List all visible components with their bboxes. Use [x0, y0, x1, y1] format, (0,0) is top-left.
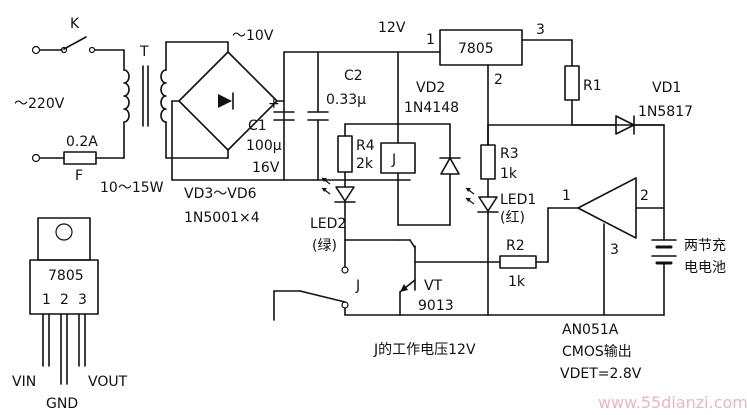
- label-reg-pin3: 3: [536, 22, 545, 38]
- label-pkg-pin3: 3: [78, 292, 87, 308]
- label-battery-line1: 两节充: [684, 238, 726, 254]
- label-battery-line2: 电电池: [684, 260, 726, 276]
- resistor-r4: [337, 135, 353, 173]
- label-pkg-name: 7805: [48, 268, 84, 284]
- relay-coil-j: [380, 142, 416, 174]
- label-led2-color: (绿): [312, 238, 337, 254]
- watermark: www.55dianzi.com: [598, 393, 747, 412]
- label-reg-pin1: 1: [426, 32, 435, 48]
- led2-green: [321, 177, 356, 203]
- label-r2-value: 1k: [508, 274, 526, 290]
- label-mains: ～220V: [14, 96, 65, 112]
- label-vt-name: VT: [424, 278, 443, 294]
- label-c1-plus: +: [268, 96, 280, 112]
- label-relay-j: J: [391, 152, 396, 168]
- label-reg-pin2: 2: [494, 72, 503, 88]
- label-switch-k: K: [70, 16, 80, 32]
- label-fuse-f: F: [75, 168, 83, 184]
- primary-coil: [123, 69, 130, 123]
- label-relay-note: J的工作电压12V: [373, 342, 476, 358]
- bridge-diode-symbol: [218, 94, 232, 108]
- label-ic-output: CMOS输出: [562, 344, 632, 360]
- label-vd1-part: 1N5817: [638, 104, 693, 120]
- label-r1-name: R1: [583, 78, 602, 94]
- label-bridge-part: 1N5001×4: [184, 210, 260, 226]
- capacitor-c1: [273, 111, 295, 121]
- secondary-coil: [160, 69, 167, 123]
- label-pkg-gnd: GND: [46, 396, 78, 412]
- label-ic-name: AN051A: [562, 322, 619, 338]
- mains-terminal-bottom: [31, 153, 41, 163]
- label-pkg-pin1: 1: [42, 292, 51, 308]
- capacitor-c2: [307, 51, 329, 181]
- label-pkg-vout: VOUT: [88, 374, 128, 390]
- battery: [651, 124, 677, 316]
- label-vd1-name: VD1: [652, 80, 681, 96]
- label-vd2-name: VD2: [416, 80, 445, 96]
- label-bridge: VD3～VD6: [184, 186, 257, 202]
- label-r4-name: R4: [356, 138, 375, 154]
- label-c2-name: C2: [344, 68, 363, 84]
- switch-k: [63, 36, 87, 50]
- label-pkg-pin2: 2: [60, 292, 69, 308]
- transistor-vt: [397, 239, 501, 316]
- label-vt-part: 9013: [418, 298, 454, 314]
- label-c2-value: 0.33μ: [326, 92, 366, 108]
- label-reg-name: 7805: [458, 41, 494, 57]
- label-led2-name: LED2: [310, 216, 346, 232]
- label-r4-value: 2k: [356, 156, 374, 172]
- diode-vd1: [571, 115, 665, 135]
- package-7805: [29, 217, 99, 385]
- label-r3-name: R3: [500, 146, 519, 162]
- diode-vd2: [397, 123, 461, 226]
- resistor-r3: [480, 144, 496, 180]
- label-contact-j: J: [355, 278, 360, 294]
- label-vd2-part: 1N4148: [404, 100, 459, 116]
- label-transformer-power: 10～15W: [100, 180, 164, 196]
- label-led1-color: (红): [500, 210, 525, 226]
- label-ic-pin2: 2: [640, 188, 649, 204]
- led1-red: [465, 187, 499, 213]
- label-c1-value: 100μ: [246, 138, 282, 154]
- mains-input: [31, 36, 125, 165]
- label-rail-12v: 12V: [378, 20, 406, 36]
- fuse-f: [63, 151, 97, 165]
- mains-terminal-top: [31, 45, 41, 55]
- label-transformer-t: T: [139, 44, 149, 60]
- transformer-t: [123, 41, 229, 159]
- label-c1-voltage: 16V: [252, 160, 280, 176]
- label-r2-name: R2: [506, 238, 525, 254]
- bridge-rectifier: [171, 41, 285, 181]
- resistor-r1: [564, 65, 580, 101]
- label-r3-value: 1k: [500, 166, 518, 182]
- label-ic-vdet: VDET=2.8V: [560, 366, 642, 382]
- package-mount-hole: [55, 223, 73, 241]
- label-fuse-rating: 0.2A: [66, 134, 98, 150]
- label-led1-name: LED1: [500, 192, 536, 208]
- resistor-r2: [499, 255, 537, 269]
- relay-contact-j: [273, 239, 349, 321]
- label-ic-pin1: 1: [562, 188, 571, 204]
- label-ic-pin3: 3: [610, 242, 619, 258]
- label-c1-name: C1: [248, 118, 267, 134]
- ic-an051a: [577, 177, 665, 316]
- label-secondary-voltage: ～10V: [232, 28, 274, 44]
- label-pkg-vin: VIN: [12, 374, 36, 390]
